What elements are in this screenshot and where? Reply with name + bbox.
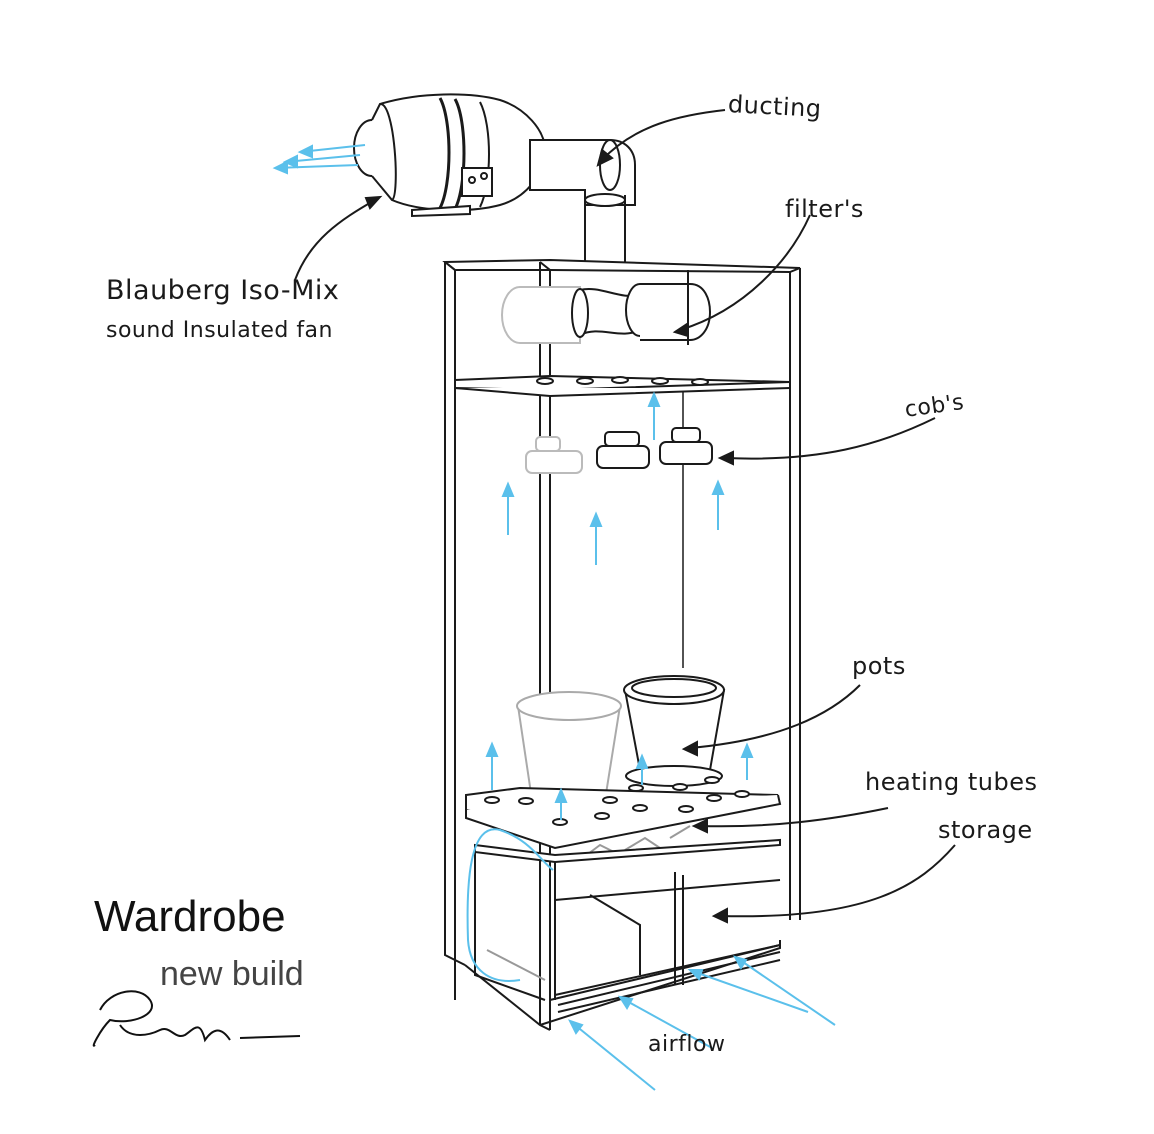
label-storage: storage	[938, 816, 1033, 844]
light-shelf	[454, 374, 791, 398]
pointer-arrows	[294, 109, 956, 924]
label-fan-name: Blauberg Iso-Mix	[106, 275, 340, 306]
signature-mark	[92, 990, 301, 1047]
heating-shelf	[465, 776, 782, 861]
carbon-filter-front	[571, 270, 712, 345]
carbon-filter	[501, 286, 581, 344]
inline-fan	[353, 93, 547, 218]
duct-pipe	[529, 139, 636, 262]
title-main: Wardrobe	[94, 892, 286, 941]
label-pots: pots	[852, 652, 906, 680]
label-ducting: ducting	[727, 90, 823, 123]
storage-compartment	[474, 838, 781, 1013]
label-fan-desc: sound Insulated fan	[106, 318, 333, 343]
airflow-arrows	[272, 144, 836, 1091]
label-filters: filter's	[785, 195, 864, 223]
label-airflow: airflow	[648, 1032, 726, 1057]
title-sub: new build	[160, 955, 304, 993]
cob-lights	[525, 427, 713, 474]
label-heating-tubes: heating tubes	[865, 768, 1038, 796]
